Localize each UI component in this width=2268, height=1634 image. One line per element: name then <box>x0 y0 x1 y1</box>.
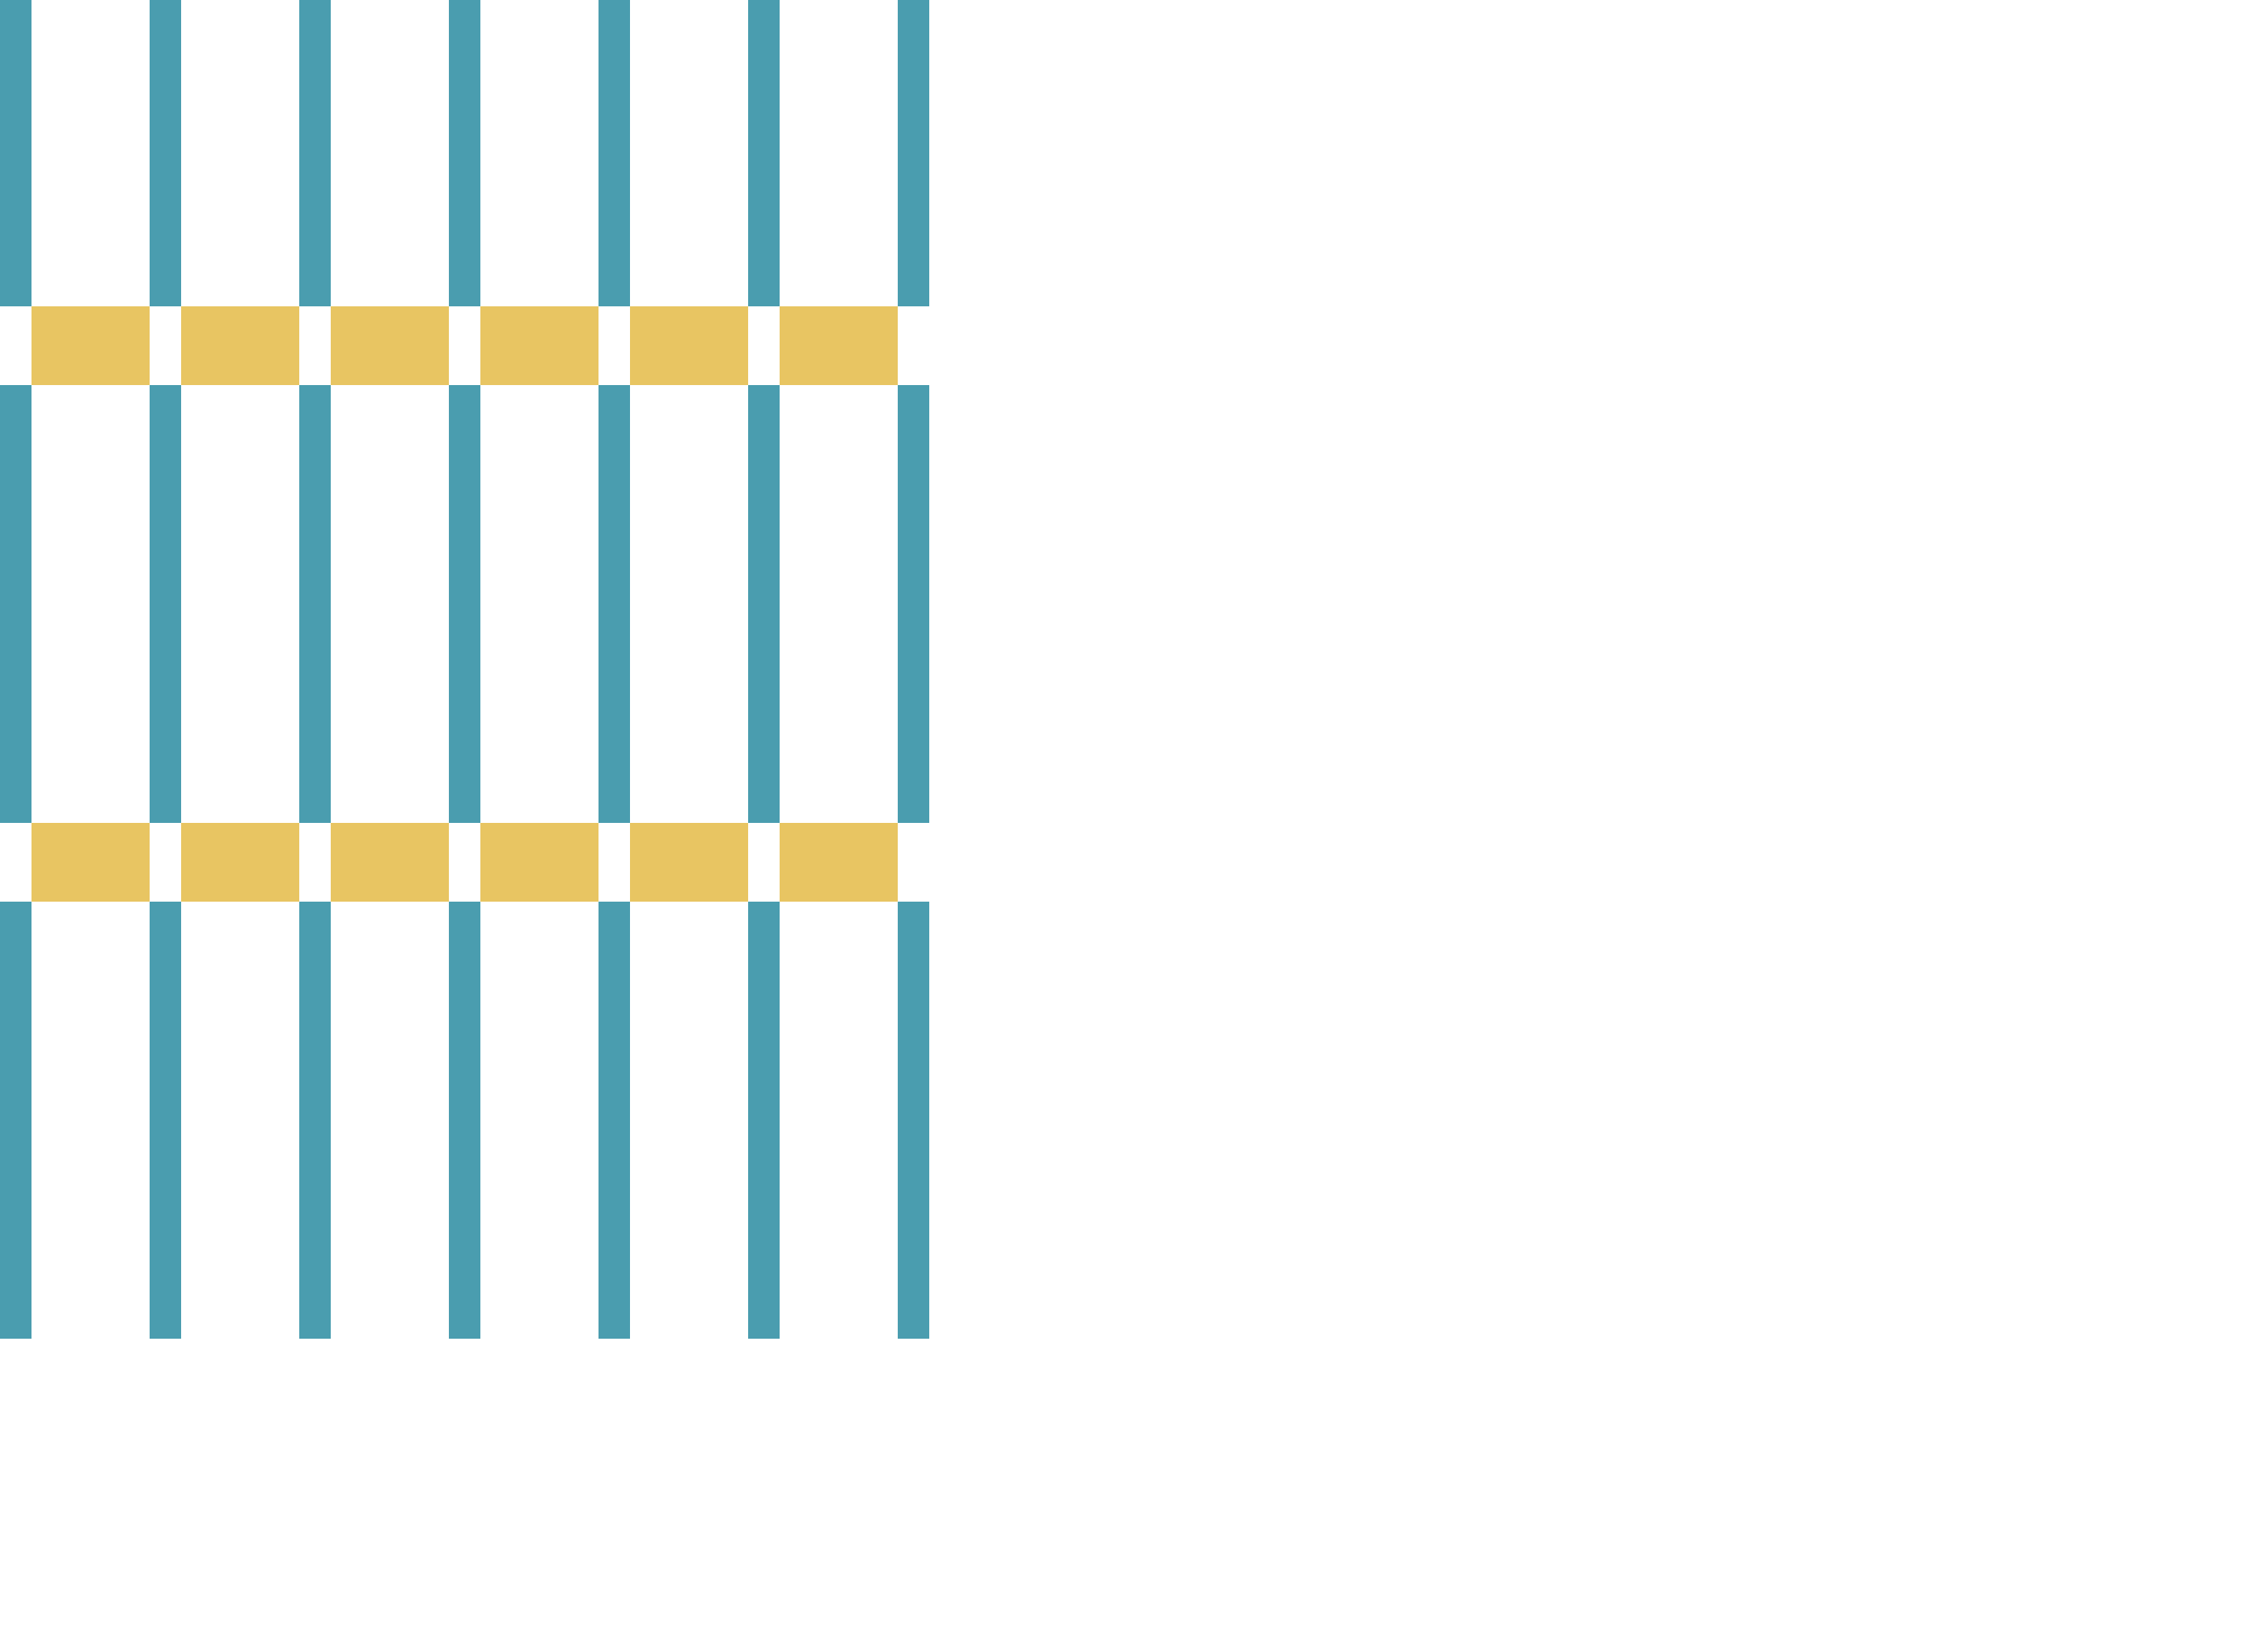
post-3-segment-2 <box>299 385 331 823</box>
rail-row-2-block-6 <box>780 823 898 902</box>
post-2-segment-2 <box>150 385 181 823</box>
rail-row-1-block-2 <box>181 306 299 385</box>
post-2-segment-1 <box>150 0 181 306</box>
post-6-segment-1 <box>748 0 780 306</box>
post-7-segment-2 <box>898 385 929 823</box>
post-1-segment-2 <box>0 385 32 823</box>
post-5-segment-3 <box>598 902 630 1339</box>
post-3-segment-3 <box>299 902 331 1339</box>
rail-row-2-block-2 <box>181 823 299 902</box>
post-5-segment-1 <box>598 0 630 306</box>
rail-row-1-block-4 <box>480 306 598 385</box>
post-5-segment-2 <box>598 385 630 823</box>
rail-row-2-block-1 <box>32 823 150 902</box>
rail-row-1-block-6 <box>780 306 898 385</box>
post-3-segment-1 <box>299 0 331 306</box>
post-7-segment-3 <box>898 902 929 1339</box>
rail-row-2-block-5 <box>630 823 748 902</box>
post-2-segment-3 <box>150 902 181 1339</box>
teal-posts-group <box>0 0 929 1339</box>
rail-row-1-block-5 <box>630 306 748 385</box>
post-4-segment-2 <box>449 385 480 823</box>
post-4-segment-3 <box>449 902 480 1339</box>
rail-row-2-block-4 <box>480 823 598 902</box>
post-7-segment-1 <box>898 0 929 306</box>
post-4-segment-1 <box>449 0 480 306</box>
rail-row-1-block-1 <box>32 306 150 385</box>
rail-row-1-block-3 <box>331 306 449 385</box>
post-1-segment-1 <box>0 0 32 306</box>
post-6-segment-2 <box>748 385 780 823</box>
yellow-rails-group <box>32 306 898 902</box>
rail-row-2-block-3 <box>331 823 449 902</box>
post-1-segment-3 <box>0 902 32 1339</box>
post-6-segment-3 <box>748 902 780 1339</box>
